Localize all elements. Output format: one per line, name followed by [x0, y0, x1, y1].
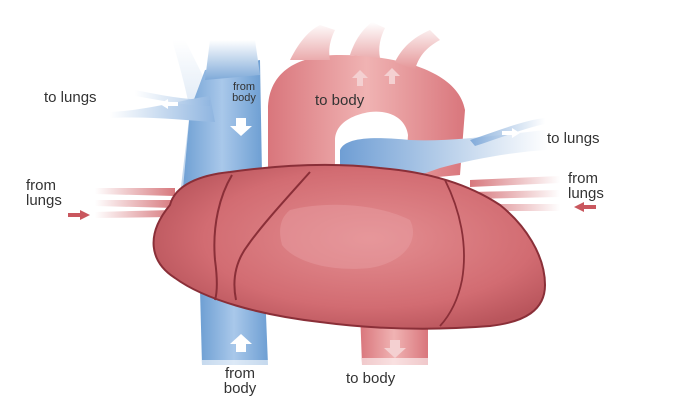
label-to-body-top: to body — [315, 92, 365, 109]
heart-seam-right-atrium — [213, 174, 233, 301]
svc-top-fade — [205, 40, 260, 80]
arrow-left-icon — [574, 202, 596, 212]
descending-aorta-fade — [362, 358, 428, 372]
heart-seam-left — [439, 179, 465, 327]
arrow-left-icon — [160, 99, 178, 109]
label-to-lungs-left: to lungs — [44, 89, 97, 106]
arrow-right-icon — [502, 128, 520, 138]
label-from-body-top: from body — [232, 81, 256, 104]
label-from-lungs-right: from lungs — [568, 170, 604, 202]
flow-arrows-oxygenated — [68, 68, 596, 358]
arrow-up-icon — [230, 334, 252, 352]
heart-seam-ventricle — [233, 171, 311, 301]
heart-highlight — [280, 204, 414, 269]
arrow-right-icon — [68, 210, 90, 220]
aortic-arch-opening — [344, 114, 400, 142]
heart-body — [152, 163, 547, 330]
label-from-body-bottom: from body — [223, 365, 257, 397]
pulmonary-artery-left-branch — [135, 90, 210, 106]
label-to-lungs-right: to lungs — [547, 130, 600, 147]
label-to-body-bottom: to body — [346, 370, 396, 387]
superior-vena-cava-body — [182, 60, 262, 200]
flow-arrows-deoxygenated — [160, 99, 520, 352]
ivc-fade — [202, 360, 268, 372]
arrow-up-icon — [352, 70, 368, 86]
arrow-down-icon — [384, 340, 406, 358]
aorta-top-branches — [290, 22, 440, 70]
arrow-up-icon — [384, 68, 400, 84]
pulmonary-veins-right — [470, 176, 560, 211]
label-from-lungs-left: from lungs — [26, 177, 62, 209]
pulmonary-trunk — [340, 130, 548, 175]
arrow-down-icon — [230, 118, 252, 136]
pulmonary-veins-left — [95, 188, 175, 218]
